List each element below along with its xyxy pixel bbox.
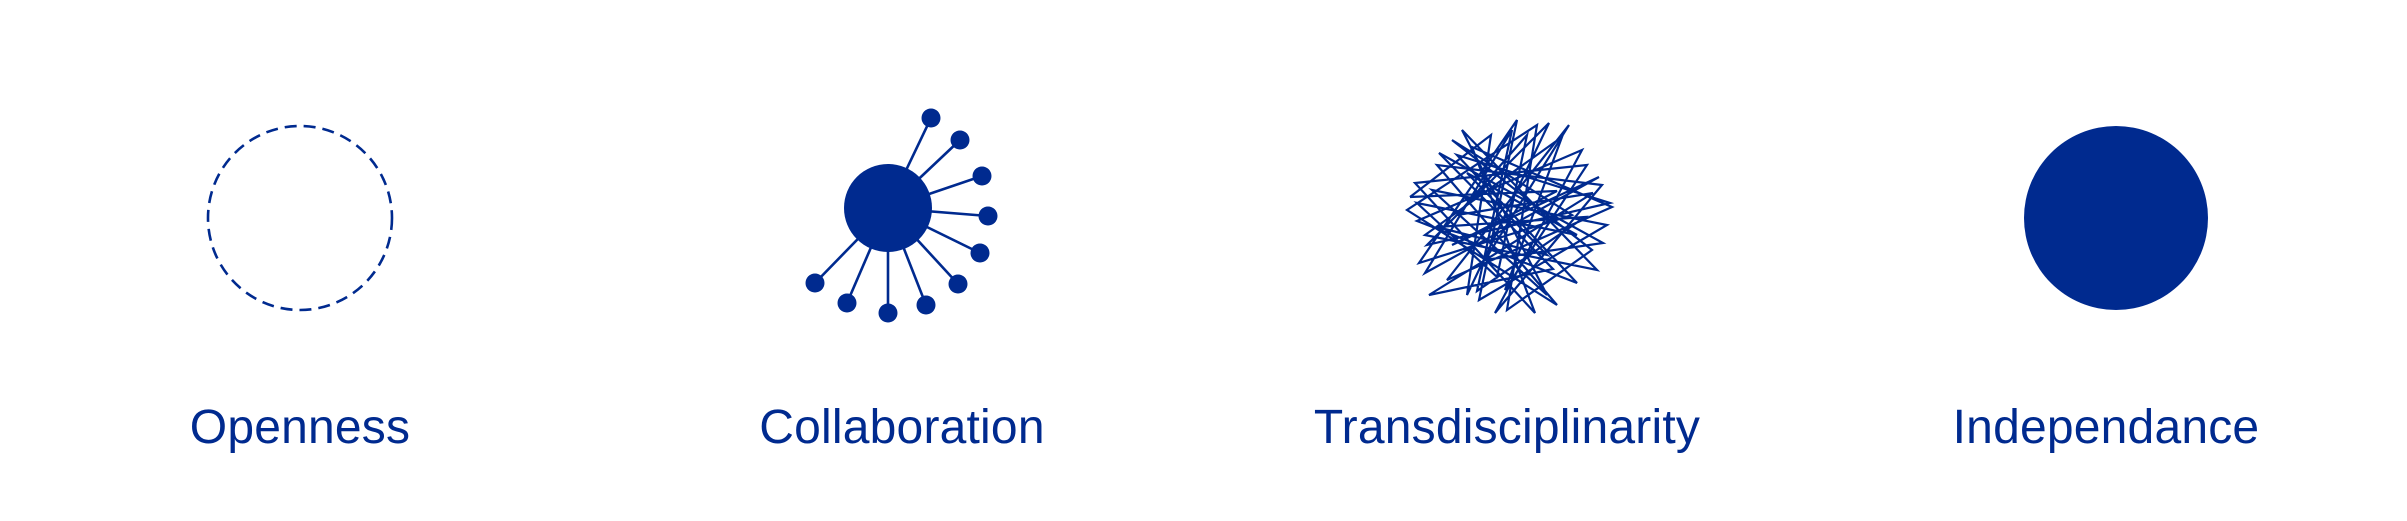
tangled-lines-icon <box>1404 119 1615 314</box>
value-label-transdisciplinarity: Transdisciplinarity <box>1313 401 1701 454</box>
value-openness: Openness <box>0 0 600 521</box>
value-label-independance: Independance <box>1952 401 2260 454</box>
dashed-circle-icon <box>206 124 394 312</box>
value-label-collaboration: Collaboration <box>759 401 1045 454</box>
value-collaboration: Collaboration <box>602 0 1202 521</box>
value-label-openness: Openness <box>189 401 411 454</box>
value-transdisciplinarity: Transdisciplinarity <box>1207 0 1807 521</box>
solid-circle-icon <box>2024 126 2208 310</box>
network-hub-icon <box>805 108 998 323</box>
value-independance: Independance <box>1806 0 2406 521</box>
